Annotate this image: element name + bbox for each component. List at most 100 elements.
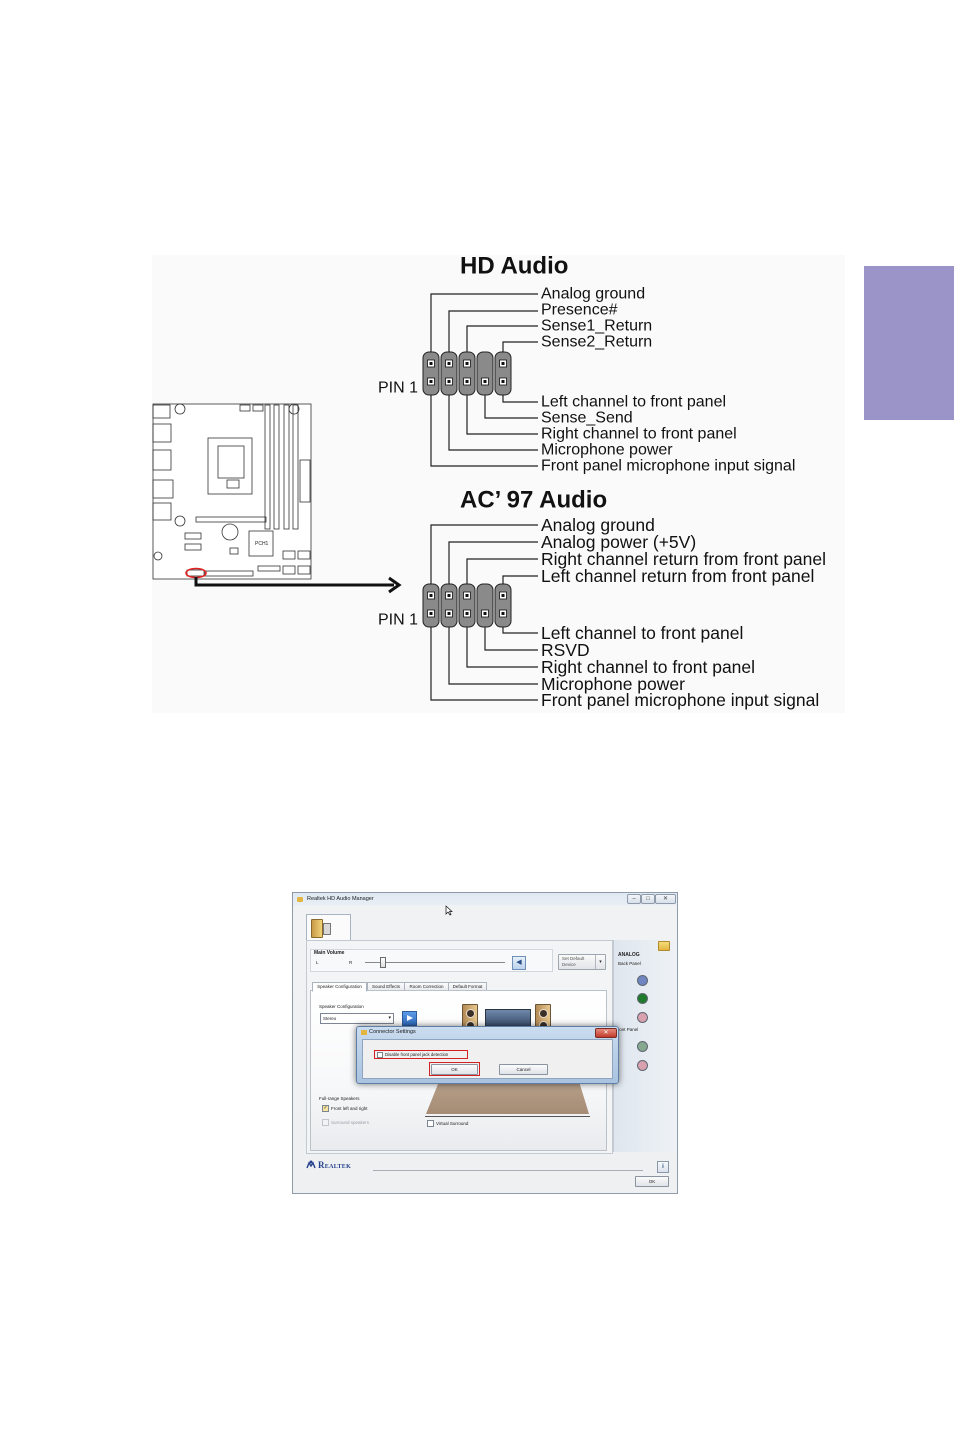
- mount-hole: [174, 403, 186, 415]
- ac97-leader-lines: [430, 524, 538, 701]
- surround-speakers-checkbox[interactable]: [322, 1119, 329, 1126]
- back-panel-label: Back Panel: [618, 961, 641, 966]
- dialog-cancel-button[interactable]: Cancel: [499, 1064, 548, 1075]
- virtual-surround-label: Virtual Surround: [436, 1121, 469, 1126]
- leader-line: [466, 558, 538, 584]
- main-volume-label: Main Volume: [314, 950, 345, 956]
- tab-speaker-configuration[interactable]: Speaker Configuration: [312, 982, 367, 992]
- realtek-audio-manager-window: Realtek HD Audio Manager – □ ✕ Main Volu…: [292, 892, 678, 1194]
- chevron-down-icon[interactable]: ▾: [595, 955, 605, 969]
- header-pin-column: [494, 583, 512, 628]
- close-button[interactable]: ✕: [655, 894, 676, 904]
- pch-chip: [248, 530, 274, 557]
- header-pin-column: [422, 583, 440, 628]
- front-left-right-label: Front left and right: [331, 1106, 368, 1111]
- header-pin-contact: [447, 594, 451, 597]
- speaker-configuration-select[interactable]: Stereo ▾: [320, 1013, 394, 1024]
- virtual-surround-checkbox[interactable]: [427, 1120, 434, 1127]
- minimize-button[interactable]: –: [627, 894, 641, 904]
- header-pin-column: [440, 351, 458, 396]
- header: [282, 565, 296, 575]
- analog-heading: ANALOG: [618, 952, 640, 958]
- crab-logo-icon: [306, 1160, 316, 1169]
- leader-line: [484, 395, 538, 419]
- front-jack-icon[interactable]: [637, 1060, 648, 1071]
- io-port: [152, 479, 174, 499]
- front-jack-icon[interactable]: [637, 1041, 648, 1052]
- play-icon: [407, 1015, 413, 1021]
- mount-hole: [174, 515, 186, 527]
- device-tab-speakers[interactable]: [306, 914, 351, 941]
- disable-jack-detection-option[interactable]: Disable front panel jack detection: [374, 1050, 468, 1059]
- maximize-button[interactable]: □: [641, 894, 655, 904]
- leader-line: [484, 627, 538, 651]
- board-outline: [152, 403, 312, 580]
- disable-jack-detection-checkbox[interactable]: [377, 1051, 383, 1058]
- set-default-device-button[interactable]: Set Default Device ▾: [558, 954, 606, 970]
- speaker-device-icon-small: [323, 923, 331, 935]
- dimm-slot: [273, 404, 280, 530]
- play-test-button[interactable]: [402, 1011, 417, 1026]
- balance-right-label: R: [349, 960, 353, 965]
- leader-line: [430, 395, 538, 467]
- ac97-pin-label: Left channel to front panel: [541, 623, 743, 643]
- audio-header-diagram: PCH1 HD Audio PIN 1 Analog ground Presen…: [152, 252, 827, 710]
- header-pin-column: [494, 351, 512, 396]
- hd-pin-label: Analog ground: [541, 286, 645, 303]
- dialog-close-button[interactable]: ✕: [595, 1028, 617, 1038]
- cpu-latch: [226, 479, 240, 489]
- front-left-right-checkbox[interactable]: ✓: [322, 1105, 329, 1112]
- ac97-pin-label: Right channel return from front panel: [541, 549, 826, 569]
- hd-pin-label: Presence#: [541, 302, 618, 319]
- ac97-pin-header: [422, 583, 512, 628]
- speaker-cone: [466, 1009, 475, 1018]
- header-pin-contact: [501, 380, 505, 383]
- pcie-slot: [195, 516, 267, 523]
- folder-icon[interactable]: [658, 941, 670, 951]
- header-pin-contact: [465, 612, 469, 615]
- hd-pin-label: Sense1_Return: [541, 318, 652, 335]
- connector-settings-dialog: Connector Settings ✕ Disable front panel…: [356, 1026, 619, 1084]
- dialog-ok-button[interactable]: OK: [431, 1064, 478, 1075]
- header-pin-column: [476, 351, 494, 396]
- ac97-pin-label: Analog power (+5V): [541, 532, 696, 552]
- ok-button[interactable]: OK: [635, 1176, 669, 1187]
- ac97-pin-label: Front panel microphone input signal: [541, 690, 819, 710]
- divider: [373, 1170, 643, 1171]
- divider: [425, 1116, 590, 1117]
- header: [239, 404, 251, 412]
- hd-pin1-label: PIN 1: [378, 380, 418, 397]
- front-panel-label: Front Panel: [615, 1027, 639, 1032]
- header-strip: [204, 570, 254, 577]
- speaker-device-icon: [311, 919, 323, 938]
- speaker-cone: [539, 1009, 548, 1018]
- leader-line: [502, 341, 538, 352]
- volume-slider-track[interactable]: [365, 962, 505, 963]
- header-pin-contact: [429, 362, 433, 365]
- hd-pin-label: Right channel to front panel: [541, 426, 737, 443]
- full-range-speakers-label: Full-range Speakers: [319, 1096, 360, 1101]
- header: [184, 532, 202, 540]
- pch-chip-label: PCH1: [255, 541, 269, 547]
- header: [257, 565, 281, 572]
- surround-speakers-label: Surround speakers: [331, 1120, 370, 1125]
- header-pin-column: [440, 583, 458, 628]
- header-pin-contact: [429, 380, 433, 383]
- header-pin-contact: [501, 594, 505, 597]
- info-icon[interactable]: i: [657, 1161, 669, 1173]
- front-audio-header: [186, 569, 205, 577]
- volume-slider-thumb[interactable]: [380, 957, 386, 968]
- back-jack-icon[interactable]: [637, 993, 648, 1004]
- header: [229, 547, 239, 555]
- mute-speaker-icon[interactable]: ◀: [512, 956, 526, 970]
- balance-left-label: L: [316, 960, 319, 965]
- back-jack-icon[interactable]: [637, 1012, 648, 1023]
- ac97-pin-label: Microphone power: [541, 674, 685, 694]
- back-jack-icon[interactable]: [637, 975, 648, 986]
- dialog-title: Connector Settings: [369, 1029, 416, 1035]
- hd-pin-label: Sense2_Return: [541, 334, 652, 351]
- header-pin-contact: [429, 594, 433, 597]
- set-default-device-label: Set Default Device: [562, 956, 585, 967]
- header: [282, 550, 296, 560]
- leader-line: [466, 627, 538, 668]
